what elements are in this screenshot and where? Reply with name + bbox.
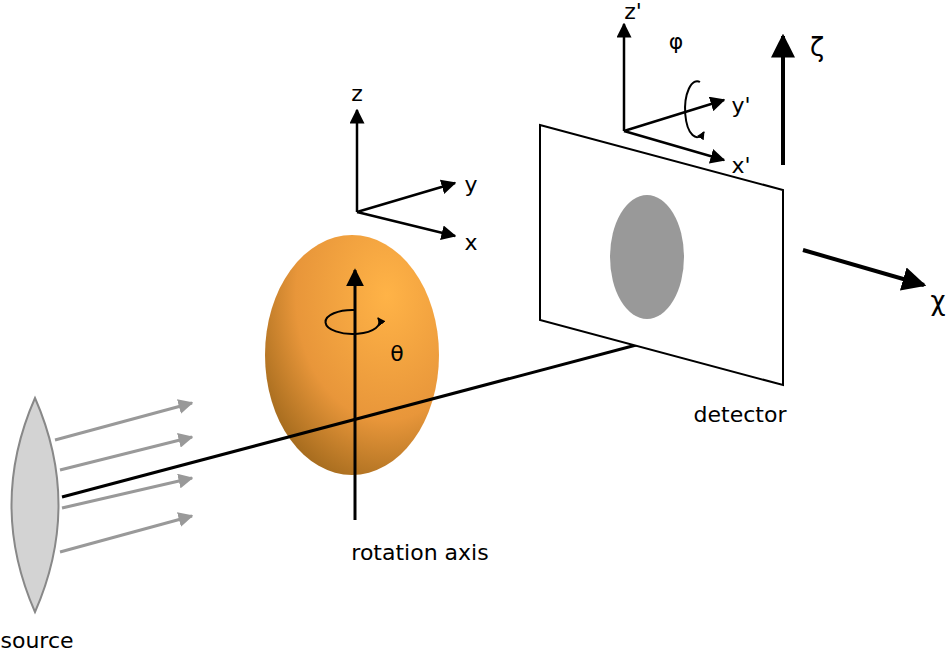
axis-label: y' xyxy=(731,95,750,117)
rotation-axis xyxy=(354,270,357,520)
axis-label: x xyxy=(464,232,477,254)
rays xyxy=(55,403,192,552)
sample xyxy=(265,235,439,475)
sample-axes xyxy=(357,110,455,236)
detector-axes xyxy=(624,24,724,160)
axis-label: y xyxy=(464,174,477,196)
part-name: detector xyxy=(694,404,787,426)
axis-label: z xyxy=(351,83,363,105)
detector-plane xyxy=(540,125,783,385)
angle-label: θ xyxy=(390,343,403,365)
axis-label: ζ xyxy=(810,34,824,60)
zeta-arrow xyxy=(781,36,785,165)
rotation-arrow xyxy=(326,310,380,334)
axis-label: z' xyxy=(624,1,642,23)
axis-label: x' xyxy=(731,155,750,177)
beam-axis xyxy=(62,344,640,497)
part-name: rotation axis xyxy=(351,542,488,564)
part-name: source xyxy=(0,630,73,652)
source-lens xyxy=(12,398,59,612)
angle-label: φ xyxy=(669,31,684,53)
axis-label: χ xyxy=(930,288,945,314)
chi-arrow xyxy=(803,250,924,285)
phi-rotation xyxy=(685,81,704,137)
projection xyxy=(610,195,684,319)
